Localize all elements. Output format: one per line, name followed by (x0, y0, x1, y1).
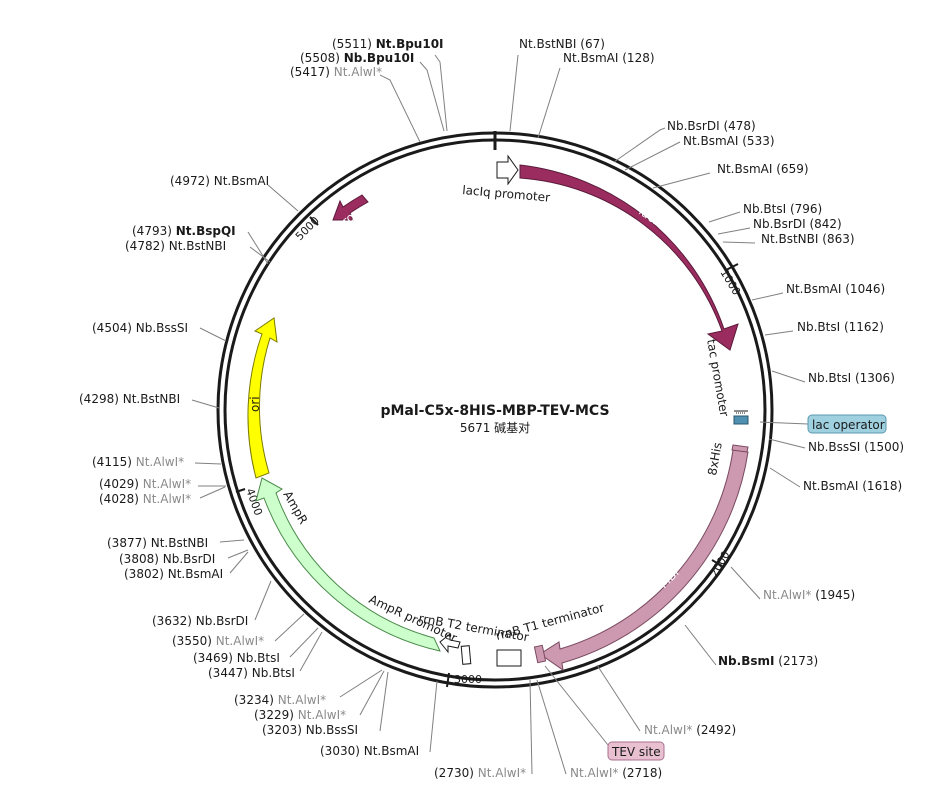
site-label[interactable]: Nb.BtsI (1306) (808, 371, 895, 385)
site-label[interactable]: (4782) Nt.BstNBI (125, 239, 226, 253)
site-label[interactable]: (3802) Nt.BsmAI (124, 567, 223, 581)
label-8xHis: 8xHis (705, 441, 725, 476)
site-label[interactable]: (3234) Nt.AlwI* (234, 693, 326, 707)
feature-lacI[interactable] (519, 164, 739, 351)
site-label[interactable]: Nb.BtsI (1162) (797, 320, 884, 334)
site-label[interactable]: Nt.AlwI* (2718) (570, 766, 662, 780)
label-rrnB-T1: rrnB T1 terminator (494, 600, 606, 642)
feature-ori[interactable] (247, 317, 278, 479)
site-label[interactable]: Nb.BssSI (1500) (808, 440, 904, 454)
label-lacI: lacI (636, 204, 661, 227)
lac-operator-callout[interactable]: lac operator (759, 414, 887, 434)
site-label[interactable]: Nb.BsmI (2173) (718, 654, 818, 668)
feature-lac-operator[interactable] (733, 415, 749, 425)
ruler-label-2000: 2000 (707, 549, 732, 580)
site-label[interactable]: Nt.BsmAI (533) (683, 134, 775, 148)
site-label[interactable]: (4972) Nt.BsmAI (170, 174, 269, 188)
site-label[interactable]: (3203) Nb.BssSI (262, 723, 358, 737)
site-label[interactable]: (5417) Nt.AlwI* (290, 65, 382, 79)
site-label[interactable]: (3447) Nb.BtsI (208, 666, 295, 680)
label-lacIq-promoter: lacIq promoter (462, 183, 551, 205)
site-label[interactable]: Nt.BstNBI (67) (519, 37, 605, 51)
site-label[interactable]: Nb.BtsI (796) (743, 202, 822, 216)
site-label[interactable]: Nt.BsmAI (1618) (803, 479, 902, 493)
site-labels: (5511) Nt.Bpu10I (5508) Nb.Bpu10I (5417)… (79, 37, 904, 780)
ruler-tick-2000 (711, 559, 723, 567)
site-label[interactable]: (3632) Nb.BsrDI (152, 614, 248, 628)
site-label[interactable]: Nt.BsmAI (659) (717, 162, 809, 176)
lac-operator-callout-label: lac operator (812, 418, 885, 432)
ruler-tick-3000 (446, 672, 450, 688)
ruler-tick-1000 (725, 263, 739, 271)
site-label[interactable]: (3550) Nt.AlwI* (172, 634, 264, 648)
label-ori: ori (248, 396, 262, 412)
site-label[interactable]: Nt.BstNBI (863) (761, 232, 855, 246)
site-label[interactable]: Nt.BsmAI (1046) (786, 282, 885, 296)
ruler-label-5000: 5000 (293, 214, 322, 243)
site-label[interactable]: (4298) Nt.BstNBI (79, 392, 180, 406)
feature-AmpR[interactable] (255, 477, 441, 652)
feature-AmpR-promoter[interactable] (439, 632, 461, 654)
site-label[interactable]: (3877) Nt.BstNBI (107, 536, 208, 550)
site-label[interactable]: (4115) Nt.AlwI* (92, 455, 184, 469)
site-label[interactable]: Nb.BsrDI (842) (753, 217, 842, 231)
site-label[interactable]: (3229) Nt.AlwI* (254, 708, 346, 722)
site-label[interactable]: (3469) Nb.BtsI (193, 651, 280, 665)
site-label[interactable]: (4504) Nb.BssSI (92, 321, 188, 335)
tev-site-callout[interactable]: TEV site (544, 665, 665, 761)
feature-lacIq-promoter[interactable] (496, 154, 519, 186)
ruler-tick-5000 (309, 216, 319, 226)
tev-site-callout-label: TEV site (611, 745, 661, 759)
feature-rrnB-T1[interactable] (496, 649, 522, 667)
site-label[interactable]: (4029) Nt.AlwI* (99, 477, 191, 491)
site-label[interactable]: (5508) Nb.Bpu10I (300, 51, 414, 65)
feature-TEV-site[interactable] (533, 644, 547, 664)
site-label[interactable]: (4793) Nt.BspQI (132, 224, 236, 238)
site-label[interactable]: Nt.AlwI* (2492) (644, 723, 736, 737)
feature-8xHis[interactable] (731, 444, 749, 453)
site-label[interactable]: (2730) Nt.AlwI* (434, 766, 526, 780)
plasmid-name: pMal-C5x-8HIS-MBP-TEV-MCS (380, 403, 609, 419)
plasmid-length: 5671 碱基对 (460, 421, 530, 435)
site-label[interactable]: (3808) Nb.BsrDI (119, 552, 215, 566)
ruler-tick-4000 (235, 488, 246, 493)
site-label[interactable]: Nt.AlwI* (1945) (763, 588, 855, 602)
site-label[interactable]: (4028) Nt.AlwI* (99, 492, 191, 506)
site-label[interactable]: (5511) Nt.Bpu10I (332, 37, 444, 51)
ruler-label-3000: 3000 (454, 673, 482, 686)
feature-rop[interactable] (332, 194, 369, 221)
site-label[interactable]: Nt.BsmAI (128) (563, 51, 655, 65)
site-label[interactable]: Nb.BsrDI (478) (667, 119, 756, 133)
label-tac-promoter: tac promoter (704, 338, 731, 417)
feature-arrows (247, 154, 749, 672)
feature-rrnB-T2[interactable] (460, 645, 472, 665)
site-label[interactable]: (3030) Nt.BsmAI (320, 744, 419, 758)
site-leader-lines (191, 54, 806, 775)
